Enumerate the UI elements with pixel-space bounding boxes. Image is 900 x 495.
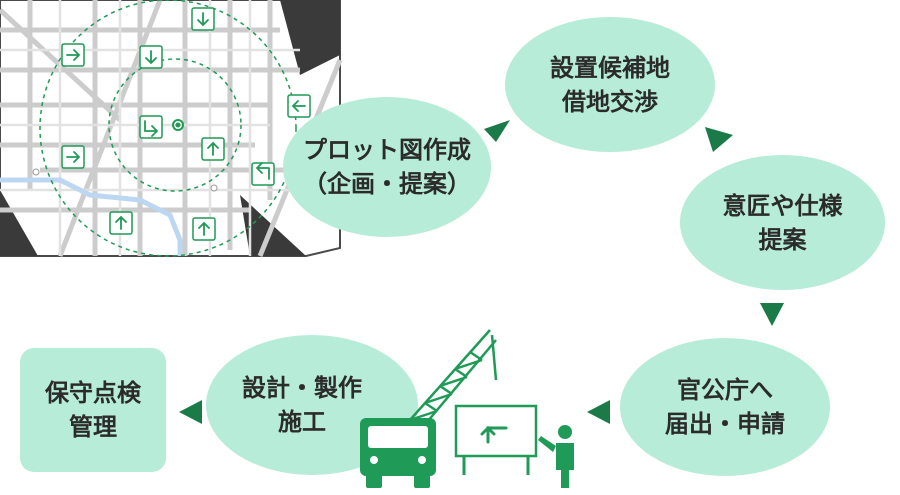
step-permit: 官公庁へ 届出・申請 — [620, 338, 830, 476]
step-build-line2: 施工 — [278, 408, 326, 436]
flow-arrow-site-spec — [705, 127, 733, 152]
step-permit-line2: 届出・申請 — [665, 410, 785, 438]
worker-icon — [538, 425, 574, 488]
step-build-line1: 設計・製作 — [242, 374, 362, 402]
step-site-line2: 借地交渉 — [562, 87, 658, 116]
step-maint: 保守点検 管理 — [20, 348, 166, 472]
step-plot-line2: （企画・提案） — [303, 170, 471, 198]
step-maint-line2: 管理 — [69, 413, 117, 441]
signboard-icon — [454, 404, 538, 475]
flow-arrow-spec-permit — [760, 303, 784, 326]
flow-arrow-build-maint — [179, 400, 202, 424]
step-plot: プロット図作成 （企画・提案） — [283, 97, 491, 237]
step-site-line1: 設置候補地 — [550, 53, 670, 82]
step-permit-line1: 官公庁へ — [677, 376, 773, 404]
flow-arrow-permit-build — [587, 400, 610, 424]
step-spec-line2: 提案 — [758, 225, 807, 254]
step-plot-line1: プロット図作成 — [303, 136, 471, 164]
step-spec: 意匠や仕様 提案 — [680, 155, 885, 290]
step-build: 設計・製作 施工 — [206, 335, 418, 475]
step-maint-line1: 保守点検 — [45, 379, 141, 407]
flow-arrow-plot-site — [484, 120, 510, 142]
step-spec-line1: 意匠や仕様 — [722, 191, 843, 220]
map-icon — [0, 0, 343, 257]
step-site: 設置候補地 借地交渉 — [505, 17, 715, 152]
